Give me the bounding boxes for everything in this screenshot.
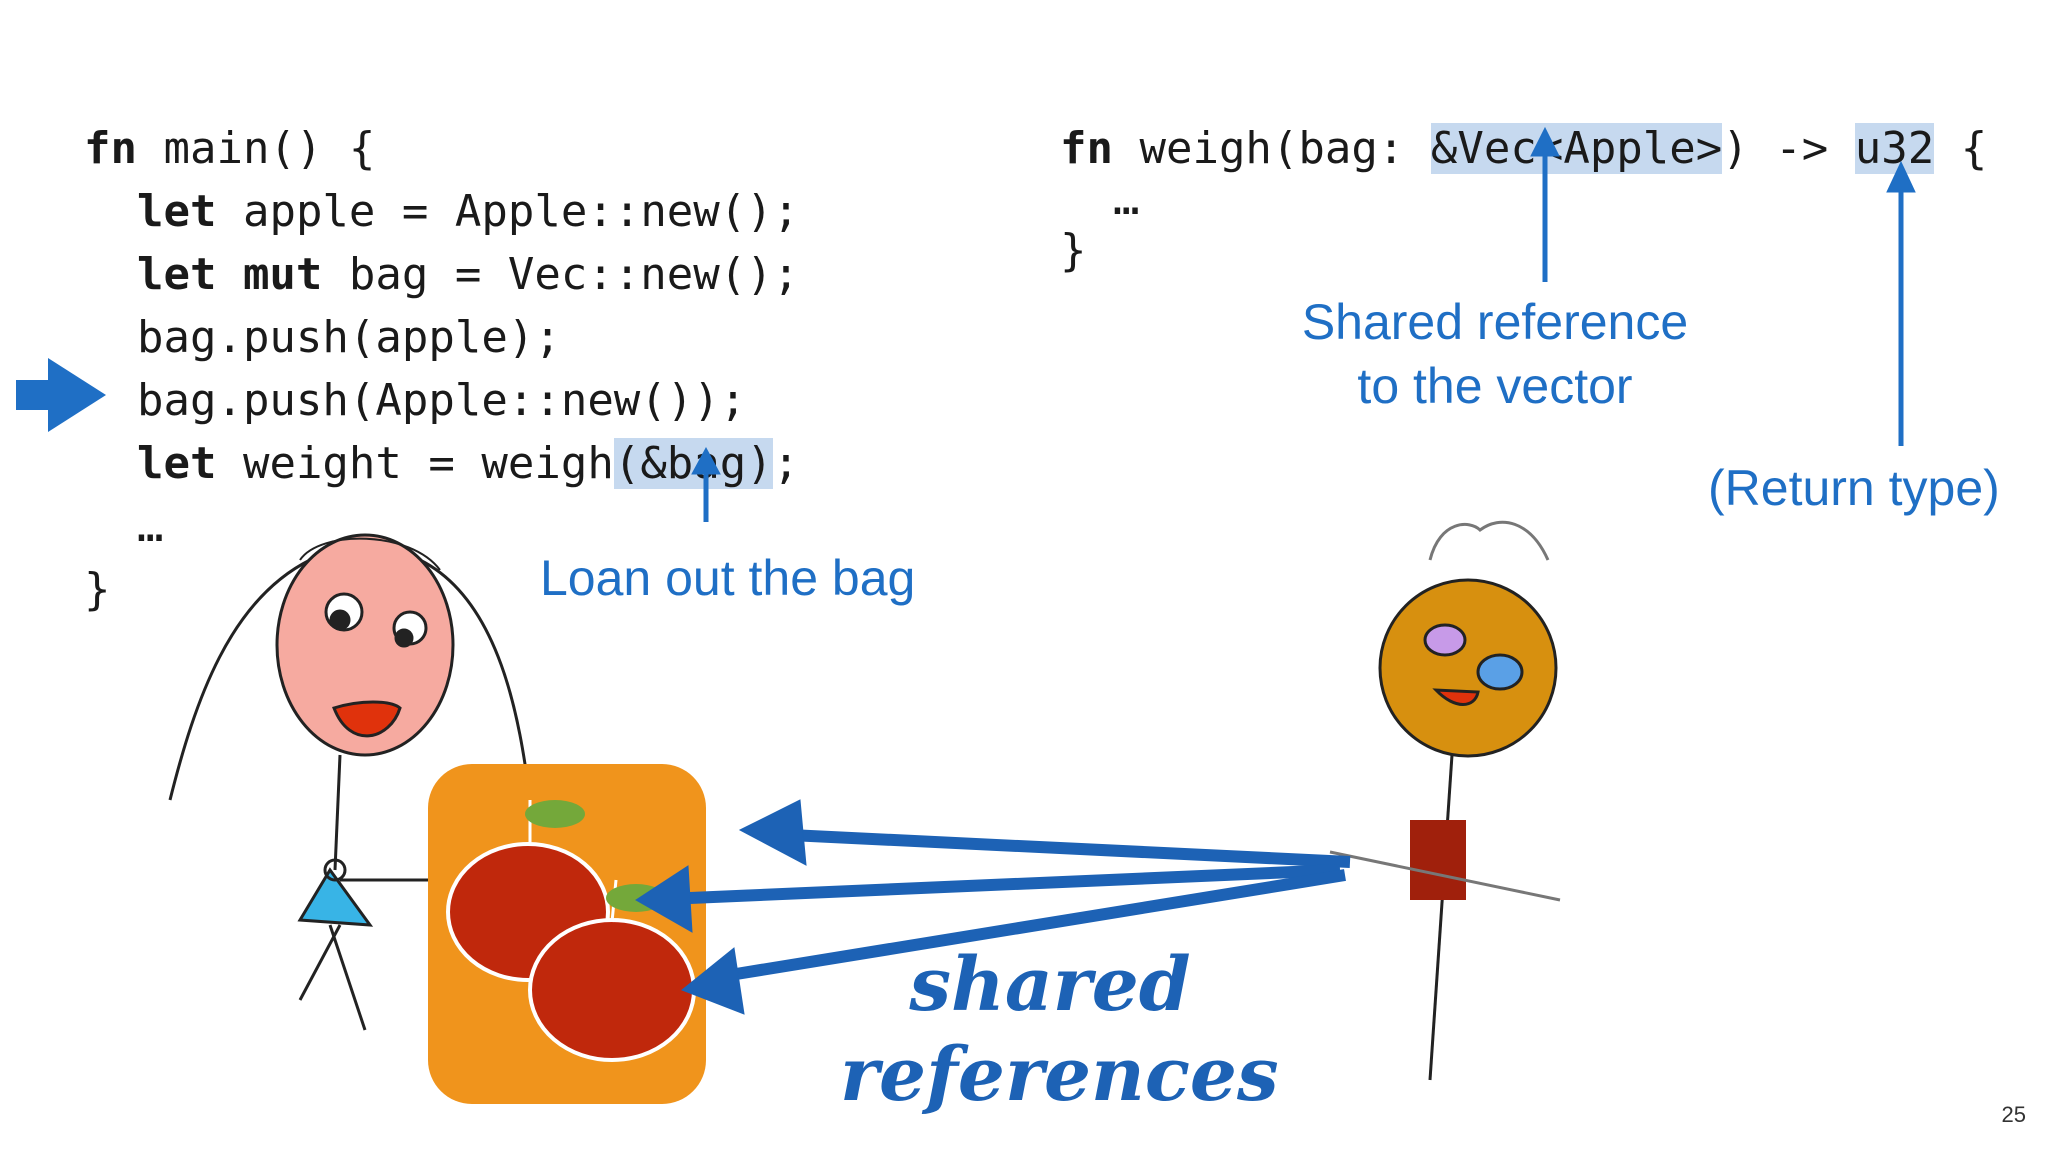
return-type-annotation: (Return type) bbox=[1708, 460, 2000, 516]
return-type-highlight: u32 bbox=[1854, 123, 1935, 174]
hand-line: shared bbox=[909, 942, 1191, 1028]
code-line: … bbox=[1112, 174, 1140, 225]
code-line: fn main() { bbox=[84, 123, 376, 174]
code-line: } bbox=[1060, 225, 1087, 276]
annotation-line: Shared reference bbox=[1301, 294, 1689, 350]
main-function-code: fn main() { let apple = Apple::new(); le… bbox=[84, 54, 799, 684]
code-line: let mut bag = Vec::new(); bbox=[136, 249, 800, 300]
slide-number: 25 bbox=[2001, 1102, 2026, 1127]
shared-reference-annotation: Shared reference to the vector bbox=[1280, 290, 1710, 418]
code-line: } bbox=[84, 564, 111, 615]
annotation-line: to the vector bbox=[1357, 358, 1633, 414]
weigh-function-code: fn weigh(bag: &Vec<Apple>) -> u32 { …} bbox=[1060, 54, 1987, 345]
code-line-current: let weight = weigh(&bag); bbox=[136, 438, 800, 489]
code-line: bag.push(Apple::new()); bbox=[136, 375, 747, 426]
param-type-highlight: &Vec<Apple> bbox=[1430, 123, 1723, 174]
code-line: fn weigh(bag: &Vec<Apple>) -> u32 { bbox=[1060, 123, 1988, 174]
code-line: let apple = Apple::new(); bbox=[136, 186, 800, 237]
code-line: … bbox=[136, 501, 164, 552]
loan-annotation: Loan out the bag bbox=[540, 550, 916, 606]
shared-references-label: shared references bbox=[840, 940, 1279, 1120]
hand-line: references bbox=[840, 1032, 1279, 1118]
boy-drawing bbox=[1329, 520, 1561, 1081]
apple-bag-icon bbox=[428, 764, 706, 1104]
borrow-highlight: (&bag) bbox=[613, 438, 773, 489]
code-line: bag.push(apple); bbox=[136, 312, 561, 363]
